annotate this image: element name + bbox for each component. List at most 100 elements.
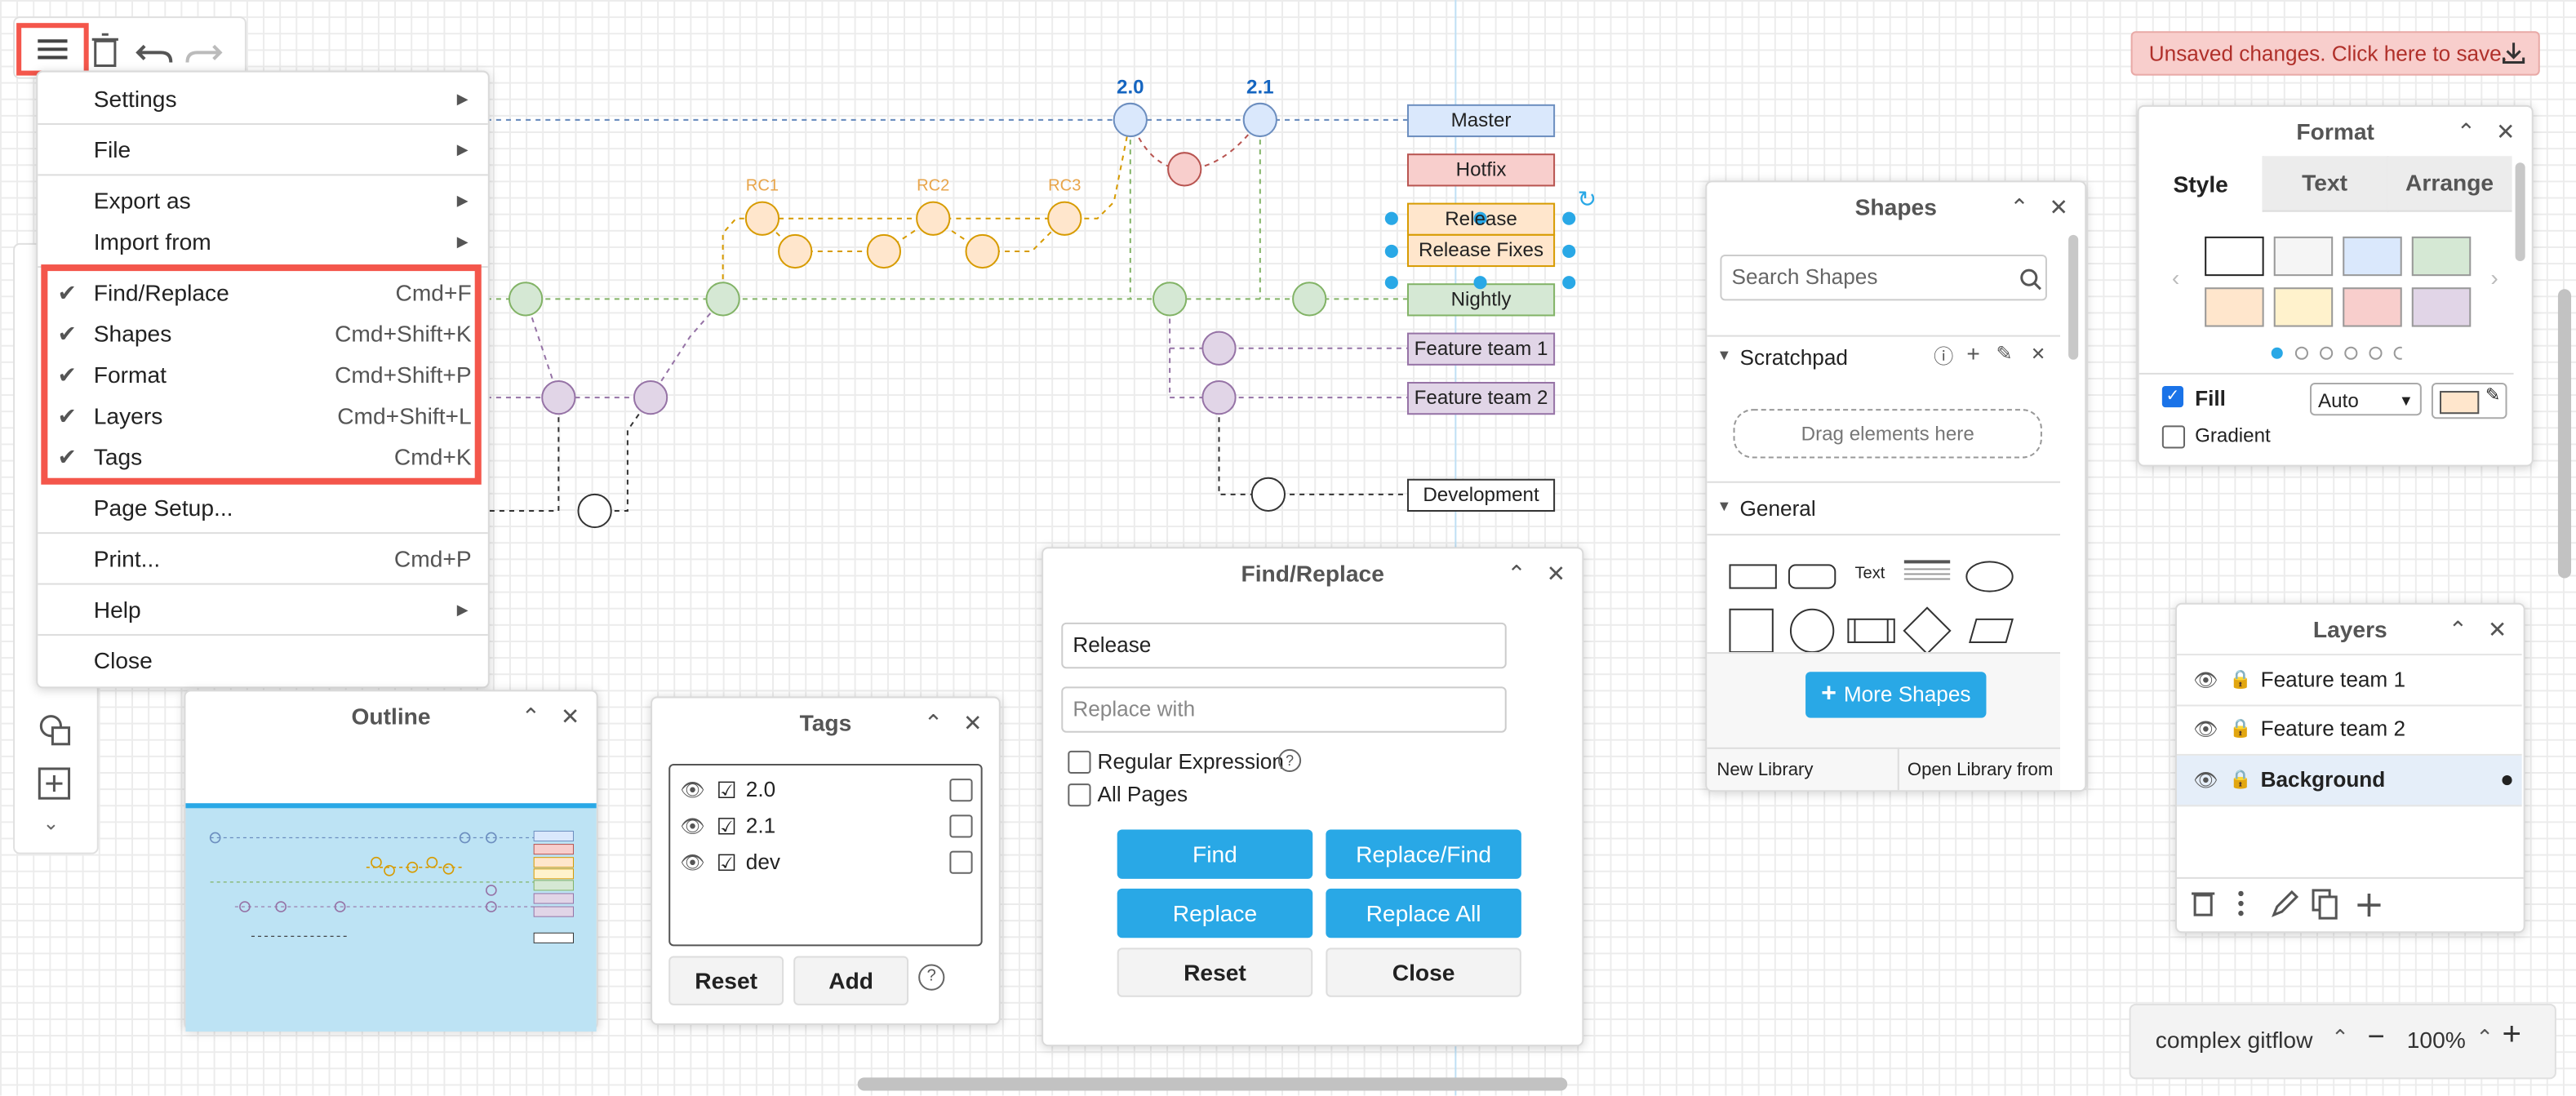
branch-release[interactable]: Release (1445, 206, 1517, 230)
tag-row[interactable]: 👁 ☑ dev (670, 845, 980, 881)
zoom-level[interactable]: 100% (2406, 1027, 2466, 1054)
style-swatch[interactable] (2343, 287, 2402, 327)
outline-viewport[interactable] (185, 803, 597, 1032)
page-dots[interactable] (2271, 340, 2407, 360)
layer-row[interactable]: 👁 🔒 Feature team 2 (2176, 704, 2522, 756)
chevron-right-icon[interactable]: › (2490, 264, 2498, 291)
eye-icon[interactable]: 👁 (680, 850, 705, 874)
lock-icon[interactable]: 🔒 (2229, 770, 2252, 791)
close-icon[interactable]: ✕ (2049, 193, 2069, 220)
collapse-icon[interactable]: ⌃ (2456, 118, 2476, 145)
menu-find-replace[interactable]: ✔ Find/Replace Cmd+F (38, 273, 488, 312)
branch-feature-team-2[interactable]: Feature team 2 (1414, 386, 1548, 410)
eye-icon[interactable]: 👁 (680, 814, 705, 838)
eye-icon[interactable]: 👁 (680, 779, 705, 802)
branch-nightly[interactable]: Nightly (1450, 287, 1512, 311)
tab-style[interactable]: Style (2139, 156, 2264, 212)
search-icon[interactable] (2019, 268, 2042, 291)
close-icon[interactable]: ✕ (2030, 344, 2046, 365)
lock-icon[interactable]: 🔒 (2229, 670, 2252, 690)
menu-format[interactable]: ✔ Format Cmd+Shift+P (38, 355, 488, 394)
close-icon[interactable]: ✕ (2495, 118, 2516, 145)
replace-input[interactable]: Replace with (1061, 686, 1507, 733)
help-icon[interactable]: ? (918, 964, 945, 991)
tab-arrange[interactable]: Arrange (2387, 156, 2512, 212)
style-swatch[interactable] (2273, 236, 2334, 277)
trash-icon[interactable] (89, 33, 122, 69)
branch-hotfix[interactable]: Hotfix (1455, 158, 1507, 181)
style-swatch[interactable] (2411, 236, 2472, 277)
style-swatch[interactable] (2343, 236, 2402, 277)
collapse-icon[interactable]: ⌃ (1507, 560, 1526, 587)
lock-icon[interactable]: 🔒 (2229, 719, 2252, 739)
menu-help[interactable]: Help ▶ (38, 590, 488, 629)
style-swatch[interactable] (2411, 287, 2472, 327)
tag-row[interactable]: 👁 ☑ 2.1 (670, 808, 980, 844)
layer-row[interactable]: 👁 🔒 Feature team 1 (2176, 654, 2522, 707)
tag-row[interactable]: 👁 ☑ 2.0 (670, 772, 980, 808)
more-shapes-button[interactable]: + More Shapes (1805, 672, 1987, 718)
menu-page-setup[interactable]: Page Setup... (38, 488, 488, 527)
new-library-button[interactable]: New Library (1717, 760, 1814, 781)
scratchpad-drop-zone[interactable]: Drag elements here (1733, 409, 2042, 459)
checkbox-icon[interactable]: ☑ (716, 777, 737, 804)
tab-text[interactable]: Text (2262, 156, 2389, 212)
menu-print[interactable]: Print... Cmd+P (38, 539, 488, 578)
chevron-up-icon[interactable]: ⌃ (2331, 1024, 2350, 1050)
zoom-out-icon[interactable]: − (2367, 1019, 2385, 1054)
edit-icon[interactable]: ✎ (1996, 341, 2013, 365)
layer-row-selected[interactable]: 👁 🔒 Background (2176, 755, 2522, 807)
regex-checkbox[interactable] (1068, 750, 1091, 774)
open-library-button[interactable]: Open Library from (1907, 760, 2054, 781)
collapse-icon[interactable]: ⌃ (2448, 615, 2468, 643)
tags-add-button[interactable]: Add (793, 956, 909, 1005)
chevron-down-icon[interactable]: ⌄ (42, 811, 60, 835)
find-close-button[interactable]: Close (1326, 947, 1521, 997)
close-icon[interactable]: ✕ (560, 703, 580, 730)
branch-development[interactable]: Development (1423, 482, 1539, 506)
gradient-checkbox[interactable] (2161, 425, 2186, 449)
menu-button[interactable] (16, 23, 89, 76)
vertical-scrollbar[interactable] (2557, 289, 2572, 579)
branch-master[interactable]: Master (1450, 108, 1512, 132)
eyedropper-icon[interactable]: ✎ (2485, 386, 2501, 406)
menu-file[interactable]: File ▶ (38, 130, 488, 169)
scrollbar[interactable] (2068, 234, 2079, 360)
find-button[interactable]: Find (1117, 829, 1313, 879)
expand-icon[interactable]: ▼ (1717, 497, 1732, 515)
scratchpad-label[interactable]: Scratchpad (1739, 344, 1848, 370)
general-label[interactable]: General (1739, 495, 1816, 521)
shape-library[interactable] (1720, 553, 2049, 655)
find-input[interactable]: Release (1061, 622, 1507, 669)
fill-select[interactable]: Auto ▼ (2309, 382, 2422, 416)
menu-close[interactable]: Close (38, 641, 488, 680)
eye-icon[interactable]: 👁 (2193, 668, 2218, 692)
redo-icon[interactable] (184, 36, 223, 65)
close-icon[interactable]: ✕ (963, 709, 983, 736)
close-icon[interactable]: ✕ (1546, 560, 1566, 587)
collapse-icon[interactable]: ⌃ (923, 709, 944, 736)
style-swatch[interactable] (2205, 287, 2264, 327)
collapse-icon[interactable]: ⌃ (521, 703, 541, 730)
help-icon[interactable]: ? (1277, 748, 1302, 773)
insert-icon[interactable] (36, 765, 72, 801)
checkbox-icon[interactable]: ☑ (716, 849, 737, 876)
expand-icon[interactable]: ▼ (1717, 346, 1732, 363)
help-icon[interactable]: ⓘ (1934, 344, 1954, 368)
eye-icon[interactable]: 👁 (2193, 717, 2218, 741)
chevron-up-icon[interactable]: ⌃ (2476, 1024, 2494, 1050)
search-shapes-input[interactable]: Search Shapes (1720, 254, 2047, 301)
menu-layers[interactable]: ✔ Layers Cmd+Shift+L (38, 396, 488, 435)
zoom-in-icon[interactable]: + (2502, 1016, 2522, 1054)
tag-select-checkbox[interactable] (949, 814, 973, 838)
page-name[interactable]: complex gitflow (2155, 1027, 2313, 1054)
menu-settings[interactable]: Settings ▶ (38, 79, 488, 118)
replace-all-button[interactable]: Replace All (1326, 888, 1521, 938)
tag-select-checkbox[interactable] (949, 779, 973, 802)
branch-release-fixes[interactable]: Release Fixes (1419, 237, 1544, 262)
horizontal-scrollbar[interactable] (857, 1077, 1568, 1091)
branch-feature-team-1[interactable]: Feature team 1 (1414, 336, 1548, 360)
save-banner[interactable]: Unsaved changes. Click here to save. (2130, 31, 2540, 76)
tags-reset-button[interactable]: Reset (668, 956, 784, 1005)
